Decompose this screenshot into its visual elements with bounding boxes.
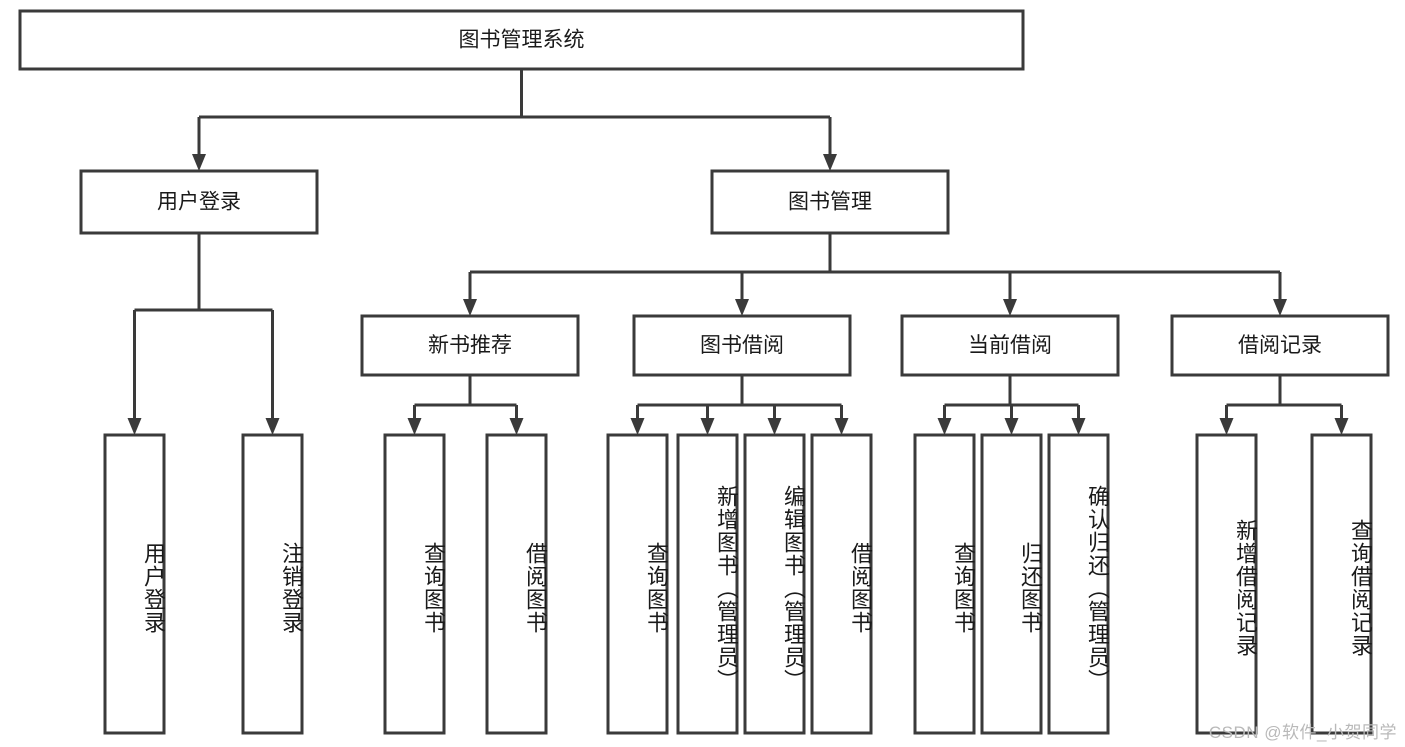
node-confirm-return-admin[interactable] — [1047, 433, 1110, 735]
node-label-book-borrow: 图书借阅 — [700, 334, 784, 357]
arrow-head-icon — [700, 418, 715, 435]
node-borrow-book-2[interactable] — [810, 433, 873, 735]
arrow-head-icon — [265, 418, 280, 435]
node-user-logout[interactable] — [241, 433, 304, 735]
arrow-head-icon — [192, 154, 206, 171]
arrow-head-icon — [767, 418, 782, 435]
arrow-head-icon — [834, 418, 849, 435]
node-book-management[interactable] — [710, 169, 950, 235]
node-label-user-login: 用户登录 — [157, 191, 241, 214]
node-new-book-recommend[interactable] — [360, 314, 580, 377]
arrow-head-icon — [630, 418, 645, 435]
node-add-book-admin[interactable] — [676, 433, 739, 735]
arrow-head-icon — [1071, 418, 1086, 435]
node-root[interactable] — [18, 9, 1025, 71]
node-label-root: 图书管理系统 — [459, 29, 585, 52]
node-user-login[interactable] — [79, 169, 319, 235]
node-user-login-do[interactable] — [103, 433, 166, 735]
node-query-borrow-record[interactable] — [1310, 433, 1373, 735]
arrow-head-icon — [463, 299, 477, 316]
node-borrow-records[interactable] — [1170, 314, 1390, 377]
watermark-text: CSDN @软件_小贺同学 — [1208, 723, 1397, 742]
arrow-head-icon — [735, 299, 749, 316]
arrow-head-icon — [509, 418, 524, 435]
arrow-head-icon — [937, 418, 952, 435]
arrow-head-icon — [1004, 418, 1019, 435]
node-current-borrow[interactable] — [900, 314, 1120, 377]
arrow-head-icon — [1334, 418, 1349, 435]
node-query-book-2[interactable] — [606, 433, 669, 735]
connector-layer — [127, 69, 1349, 435]
node-label-new-book-recommend: 新书推荐 — [428, 334, 512, 357]
node-borrow-book-1[interactable] — [485, 433, 548, 735]
node-label-book-management: 图书管理 — [788, 191, 872, 214]
arrow-head-icon — [1219, 418, 1234, 435]
node-label-borrow-records: 借阅记录 — [1238, 334, 1322, 357]
node-book-borrow[interactable] — [632, 314, 852, 377]
node-return-book[interactable] — [980, 433, 1043, 735]
arrow-head-icon — [1273, 299, 1287, 316]
node-box-layer — [18, 9, 1390, 735]
node-query-book-3[interactable] — [913, 433, 976, 735]
node-add-borrow-record[interactable] — [1195, 433, 1258, 735]
node-query-book-1[interactable] — [383, 433, 446, 735]
node-label-current-borrow: 当前借阅 — [968, 334, 1052, 357]
node-edit-book-admin[interactable] — [743, 433, 806, 735]
arrow-head-icon — [1003, 299, 1017, 316]
arrow-head-icon — [823, 154, 837, 171]
arrow-head-icon — [127, 418, 142, 435]
arrow-head-icon — [407, 418, 422, 435]
